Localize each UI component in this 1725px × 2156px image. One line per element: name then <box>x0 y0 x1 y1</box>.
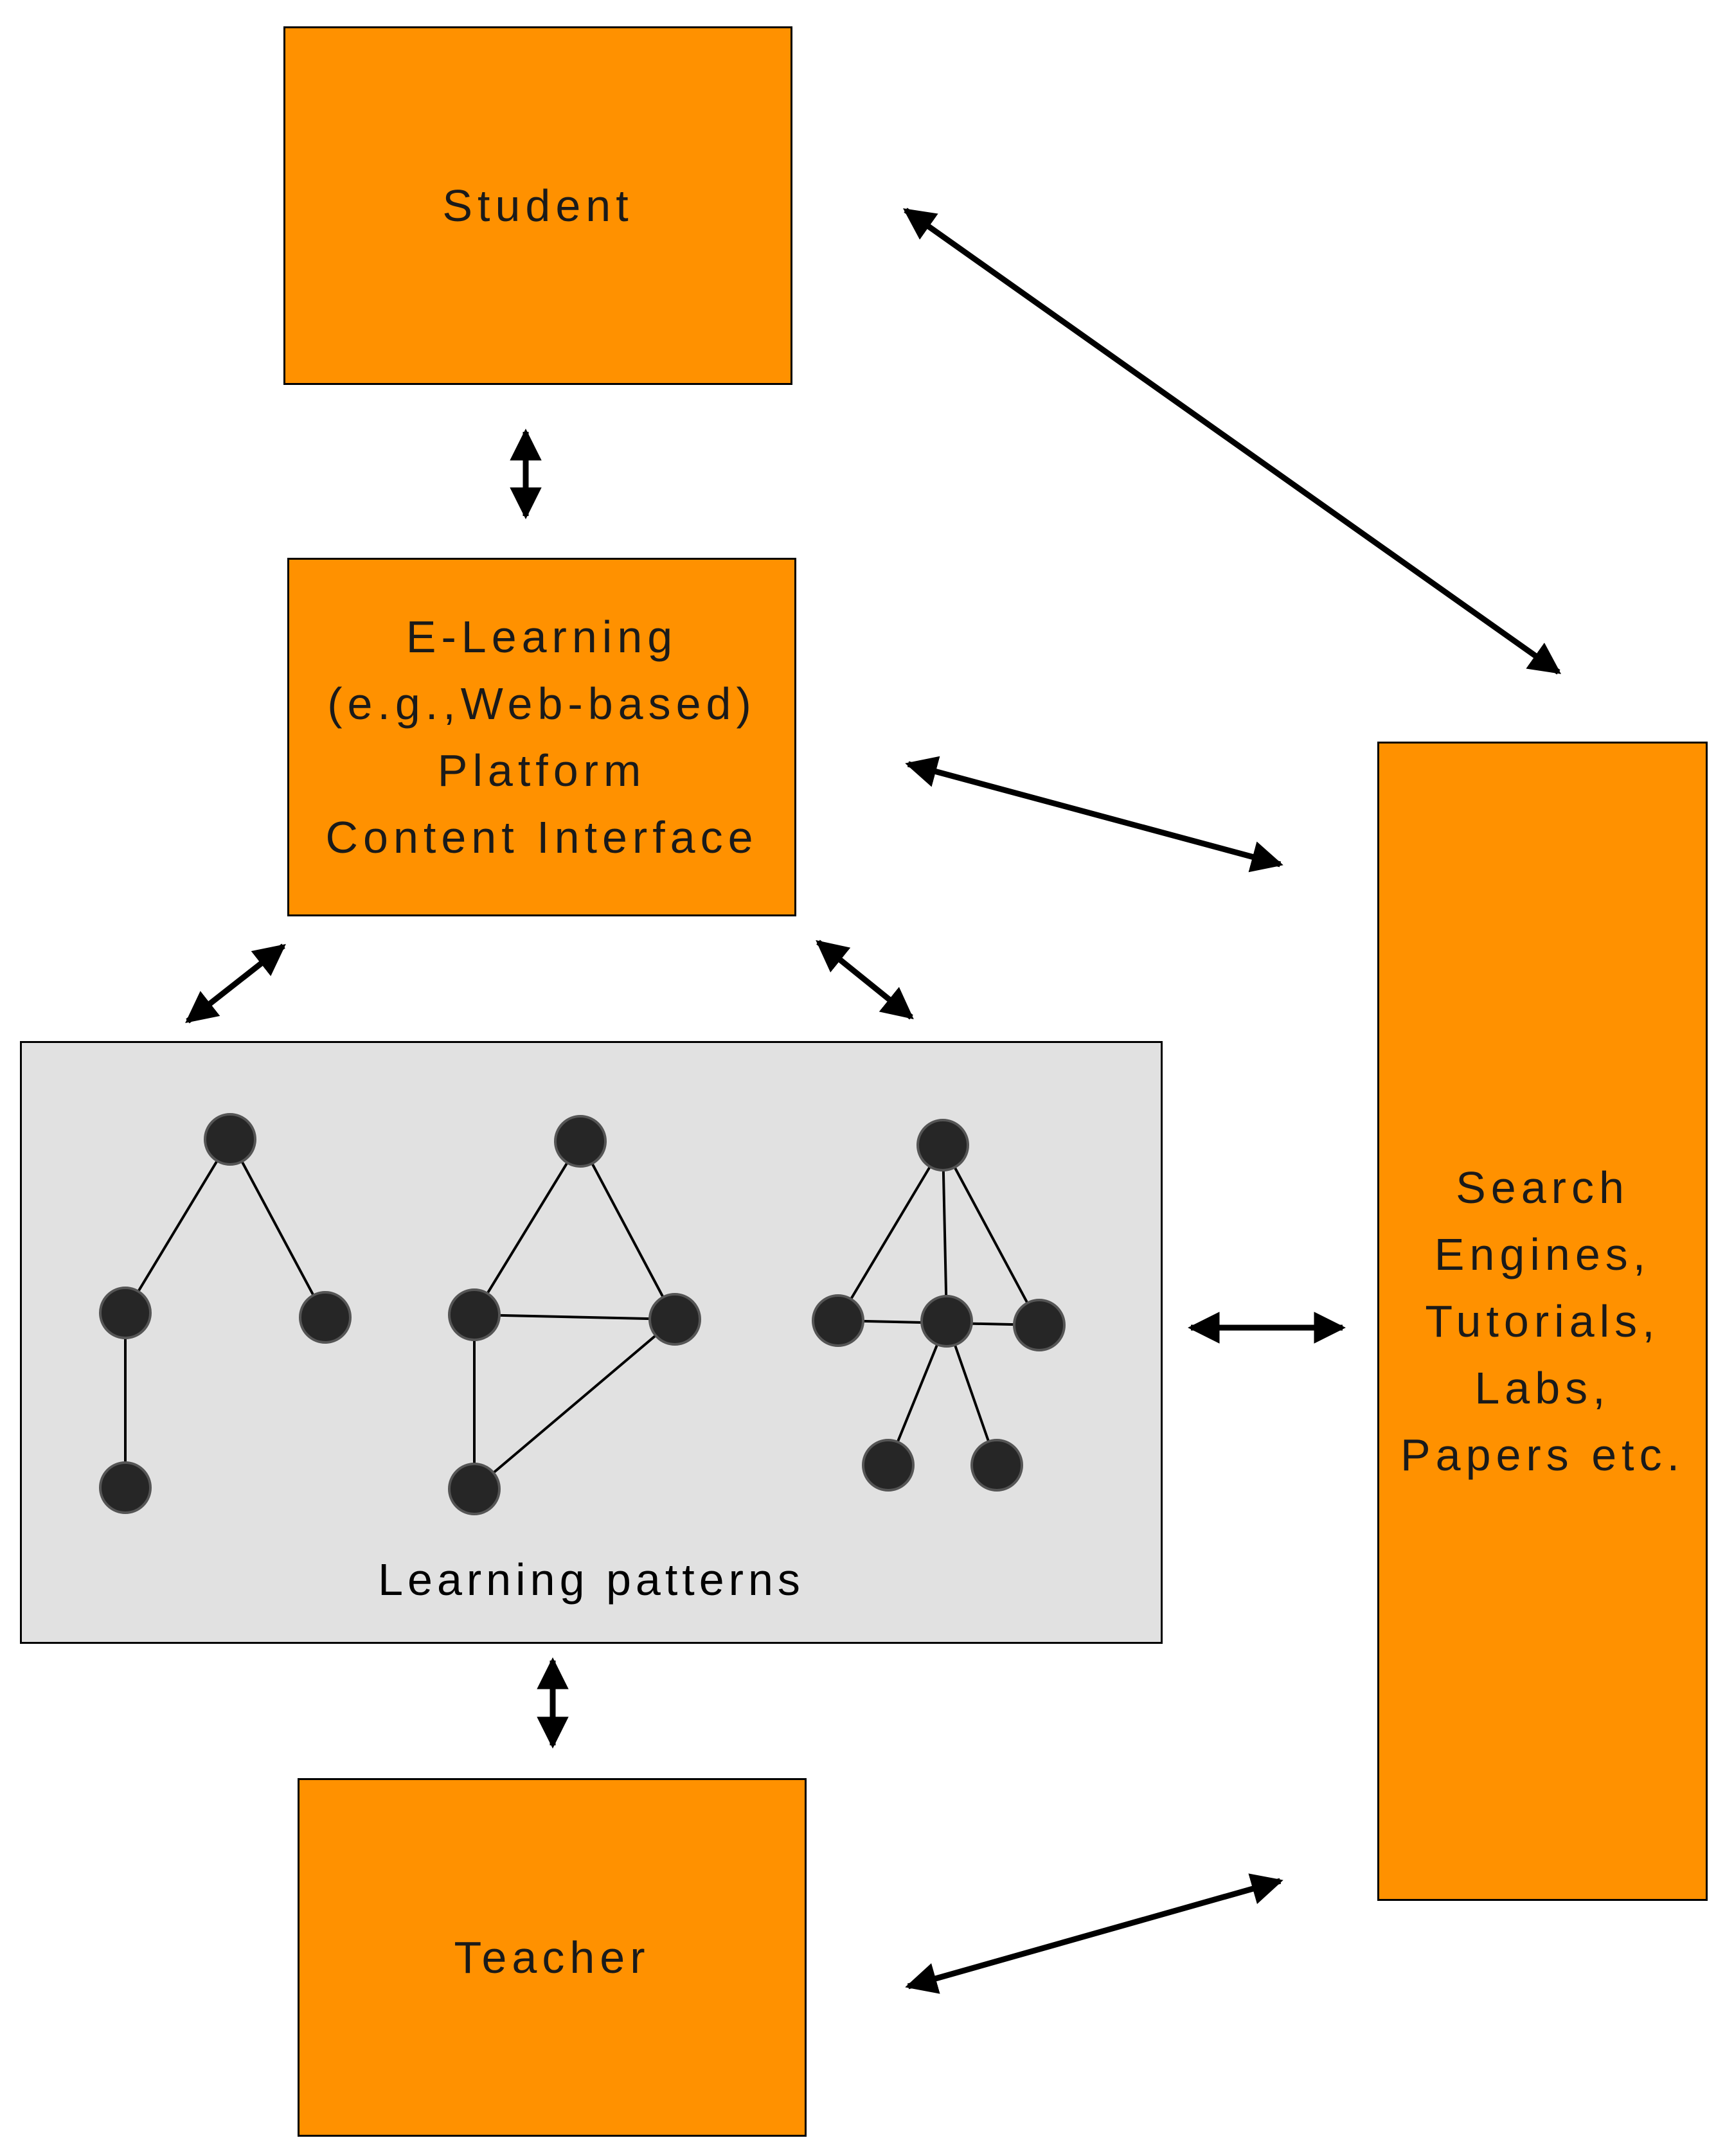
pattern-hierarchy-graph <box>812 1119 1066 1492</box>
pattern-cycle-graph <box>448 1115 701 1515</box>
graph-node <box>448 1288 501 1341</box>
graph-node <box>970 1439 1023 1492</box>
learning-patterns-label: Learning patterns <box>378 1555 805 1605</box>
graph-edge <box>942 1145 1041 1326</box>
graph-node <box>448 1463 501 1515</box>
graph-edge <box>229 1139 326 1318</box>
resources-box: Search Engines, Tutorials, Labs, Papers … <box>1377 742 1708 1901</box>
arrow-student-resources <box>902 208 1562 675</box>
graph-node <box>916 1119 969 1172</box>
student-box: Student <box>283 26 792 385</box>
teacher-box: Teacher <box>298 1778 807 2137</box>
graph-node <box>920 1295 973 1348</box>
graph-edge <box>474 1314 675 1321</box>
arrow-platform-patterns-right <box>816 940 914 1020</box>
arrow-teacher-resources <box>905 1873 1283 1994</box>
graph-node <box>299 1291 352 1344</box>
graph-node <box>554 1115 607 1168</box>
pattern-tree-graph <box>99 1113 352 1514</box>
graph-edge <box>942 1145 948 1322</box>
arrow-platform-resources <box>905 756 1283 873</box>
graph-node <box>1013 1299 1066 1351</box>
arrow-platform-patterns-left <box>185 943 286 1024</box>
graph-edge <box>473 1140 582 1316</box>
platform-label: E-Learning (e.g.,Web-based) Platform Con… <box>325 612 758 862</box>
graph-edge <box>579 1141 676 1320</box>
graph-node <box>99 1461 152 1514</box>
graph-node <box>204 1113 256 1166</box>
graph-edge <box>837 1144 944 1322</box>
graph-edge <box>473 1318 676 1490</box>
graph-node <box>648 1293 701 1346</box>
graph-node <box>862 1439 915 1492</box>
student-label: Student <box>442 181 634 231</box>
graph-node <box>99 1287 152 1339</box>
graph-node <box>812 1294 864 1347</box>
platform-box: E-Learning (e.g.,Web-based) Platform Con… <box>287 558 796 916</box>
resources-label: Search Engines, Tutorials, Labs, Papers … <box>1400 1163 1685 1480</box>
graph-edge <box>124 1138 231 1314</box>
teacher-label: Teacher <box>454 1932 650 1982</box>
